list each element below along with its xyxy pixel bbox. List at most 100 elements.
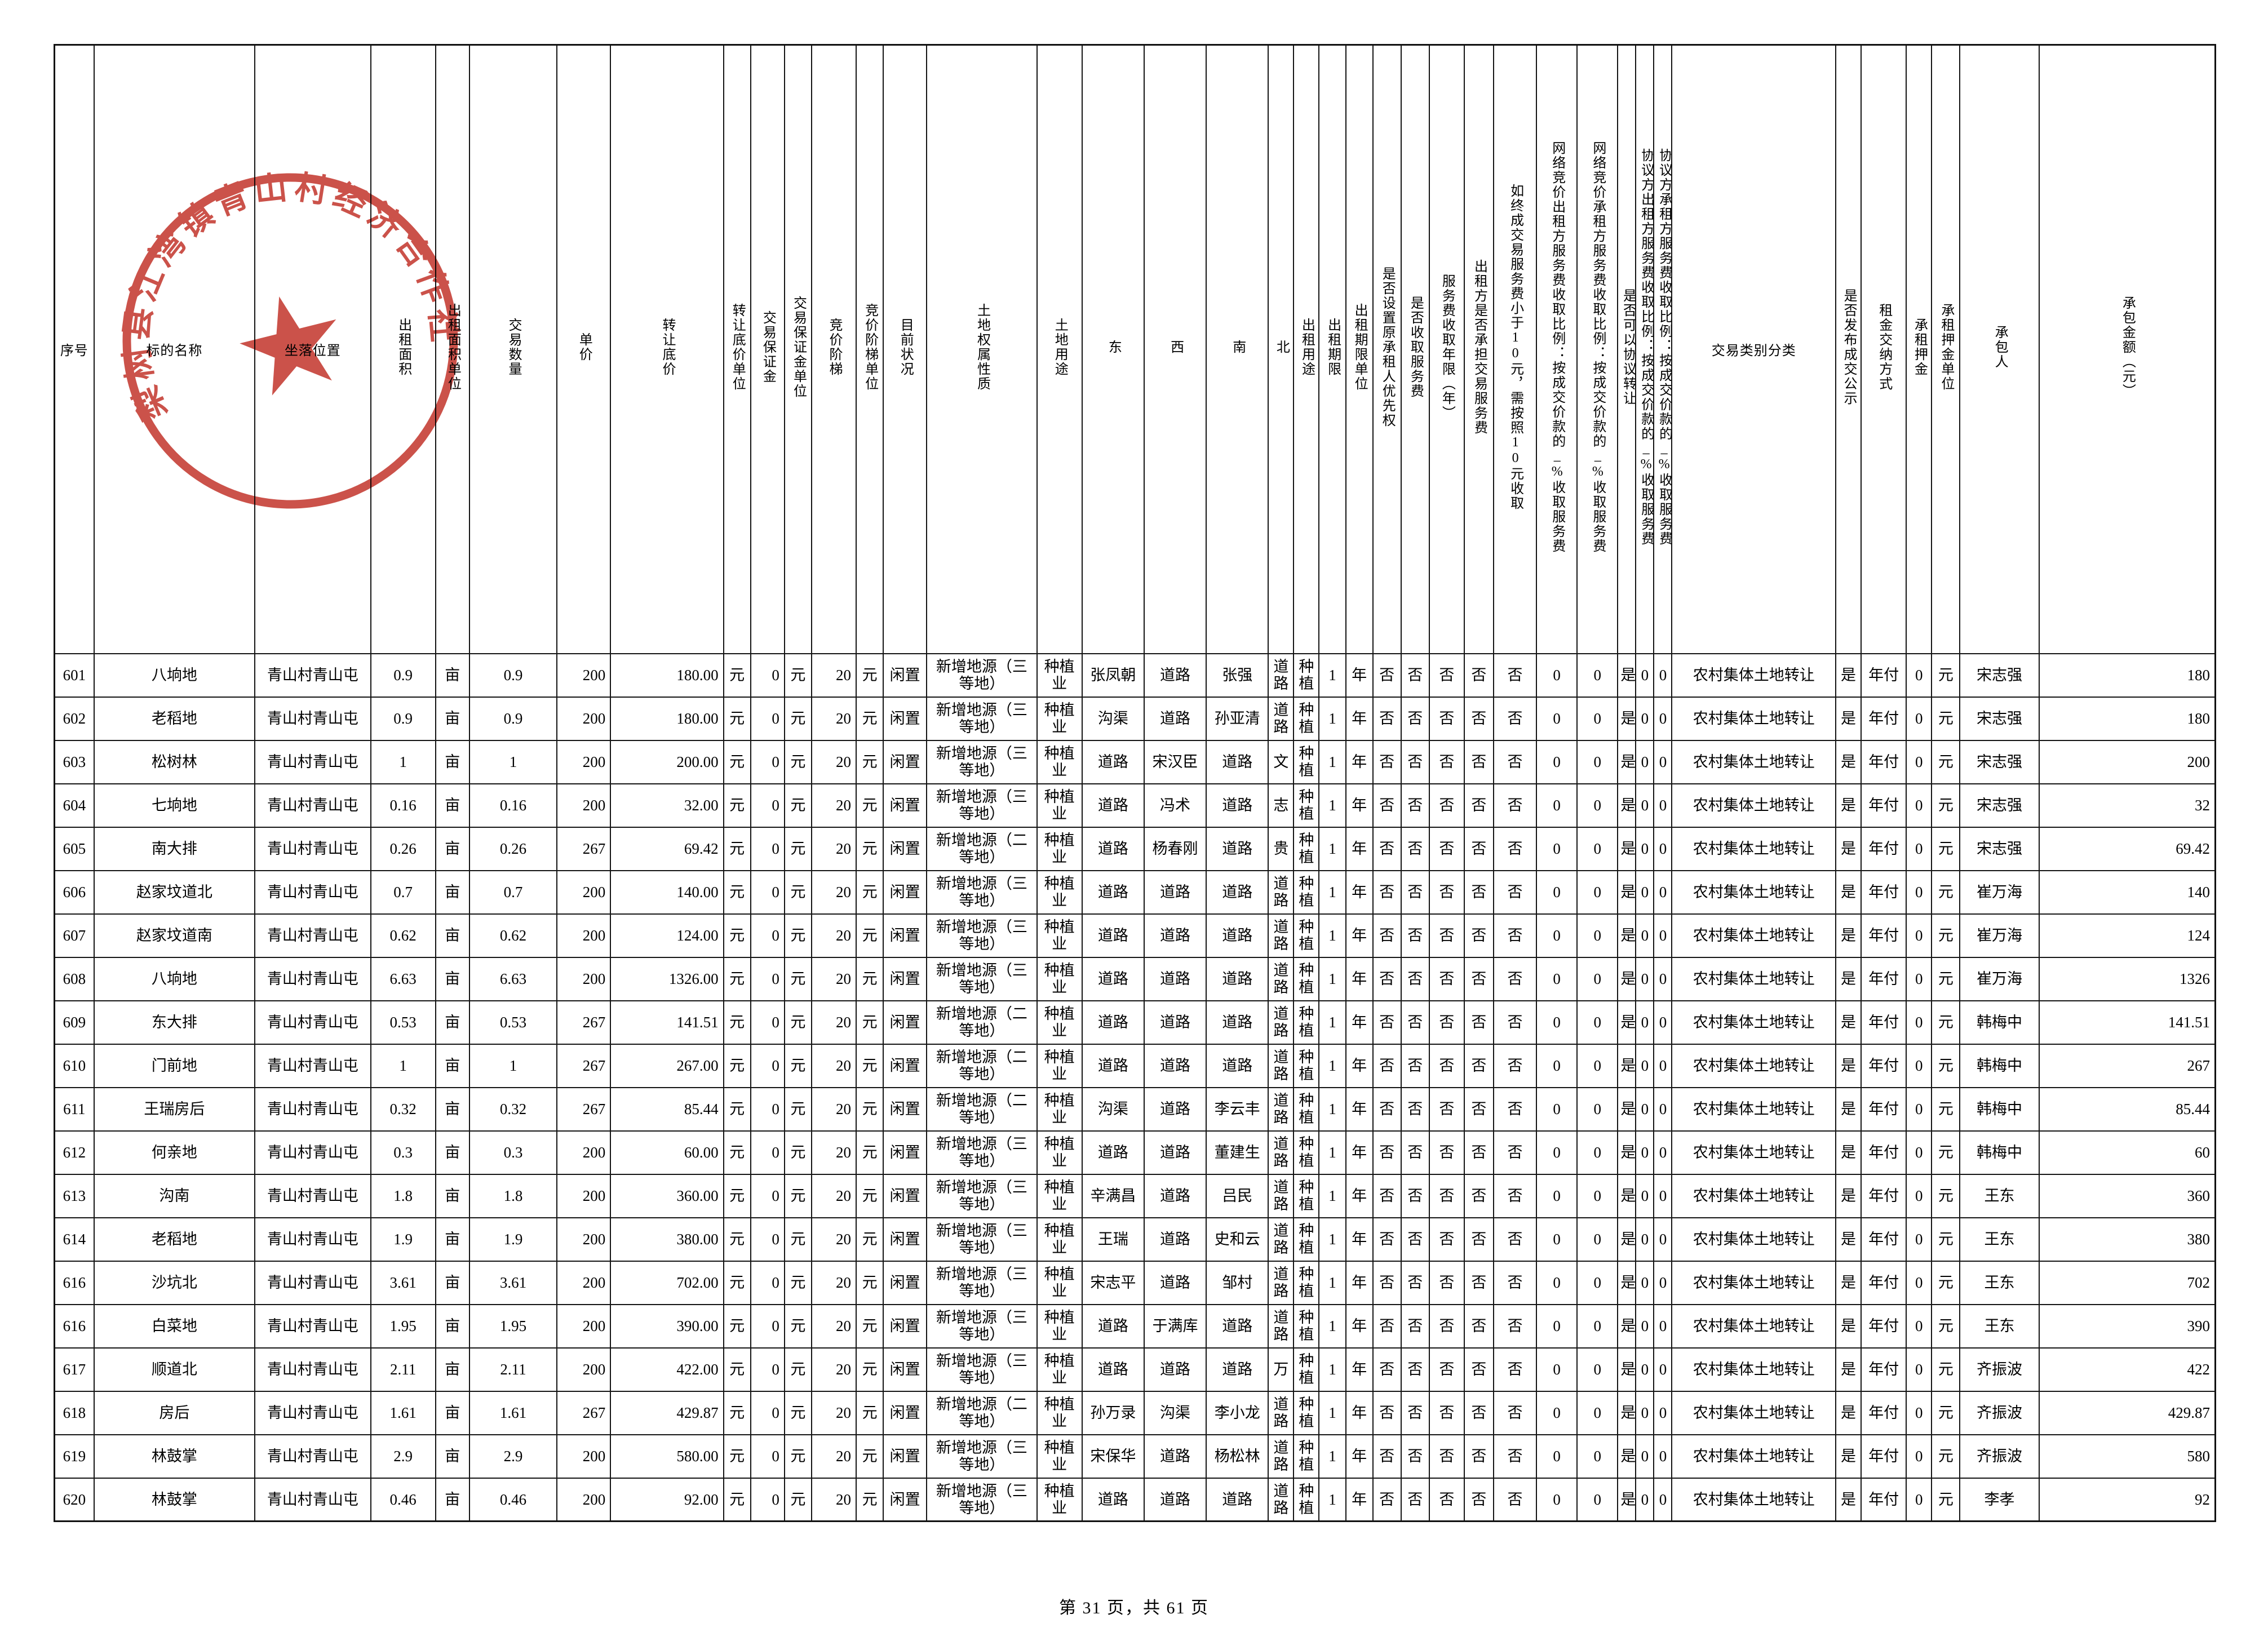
- column-header: 土地用途: [1036, 44, 1083, 654]
- cell: 702.00: [610, 1260, 724, 1305]
- cell: 顺道北: [93, 1347, 256, 1392]
- cell: 608: [54, 956, 95, 1001]
- cell: 元: [783, 913, 812, 958]
- column-header-label: 西: [1168, 340, 1183, 355]
- cell: 0: [1635, 1260, 1655, 1305]
- cell: 0: [1576, 826, 1619, 871]
- cell: 农村集体土地转让: [1671, 1390, 1836, 1435]
- cell: 宋志强: [1959, 783, 2040, 828]
- column-header-label: 网络竞价承租方服务费收取比例：按成交价款的_%收取服务费: [1590, 141, 1605, 554]
- cell: 0: [1906, 1347, 1933, 1392]
- cell: 0: [1635, 1347, 1655, 1392]
- cell: 年: [1345, 1173, 1374, 1218]
- cell: 种植: [1293, 913, 1320, 958]
- cell: 否: [1428, 696, 1465, 741]
- cell: 元: [1931, 1260, 1961, 1305]
- cell: 元: [723, 783, 751, 828]
- cell: 1: [1318, 1303, 1346, 1349]
- cell: 0: [750, 783, 785, 828]
- cell: 道路: [1143, 913, 1207, 958]
- cell: 0: [1906, 1043, 1933, 1088]
- cell: 3.61: [370, 1260, 436, 1305]
- cell: 道路: [1081, 956, 1145, 1001]
- cell: 年付: [1861, 739, 1907, 784]
- cell: 否: [1463, 696, 1494, 741]
- cell: 种植: [1293, 1130, 1320, 1175]
- cell: 是: [1835, 1086, 1862, 1132]
- cell: 闲置: [883, 913, 928, 958]
- cell: 否: [1492, 913, 1538, 958]
- cell: 元: [723, 653, 751, 698]
- column-header: 出租用途: [1293, 44, 1320, 654]
- cell: 0.26: [370, 826, 436, 871]
- cell: 种植业: [1036, 1260, 1083, 1305]
- cell: 新增地源（三等地）: [926, 1217, 1038, 1262]
- cell: 422.00: [610, 1347, 724, 1392]
- cell: 是: [1835, 1000, 1862, 1045]
- cell: 农村集体土地转让: [1671, 1303, 1836, 1349]
- column-header-label: 东: [1106, 340, 1121, 355]
- cell: 农村集体土地转让: [1671, 1477, 1836, 1522]
- cell: 0: [1906, 1173, 1933, 1218]
- cell: 道路: [1206, 1347, 1269, 1392]
- cell: 道路: [1268, 1173, 1295, 1218]
- cell: 否: [1428, 783, 1465, 828]
- cell: 0: [1653, 783, 1673, 828]
- cell: 年付: [1861, 1260, 1907, 1305]
- cell: 141.51: [2038, 1000, 2216, 1045]
- cell: 年付: [1861, 1347, 1907, 1392]
- cell: 0.62: [370, 913, 436, 958]
- cell: 0: [1536, 1477, 1578, 1522]
- cell: 道路: [1268, 1260, 1295, 1305]
- column-header-label: 承租押金单位: [1938, 303, 1954, 392]
- cell: 元: [856, 1434, 884, 1479]
- cell: 张凤朝: [1081, 653, 1145, 698]
- cell: 亩: [435, 956, 470, 1001]
- cell: 0: [750, 870, 785, 915]
- cell: 种植: [1293, 1043, 1320, 1088]
- cell: 八垧地: [93, 956, 256, 1001]
- cell: 0: [750, 653, 785, 698]
- cell: 是: [1617, 739, 1637, 784]
- cell: 农村集体土地转让: [1671, 1173, 1836, 1218]
- cell: 元: [723, 1260, 751, 1305]
- cell: 1: [1318, 1043, 1346, 1088]
- cell: 元: [1931, 913, 1961, 958]
- cell: 20: [810, 1434, 857, 1479]
- cell: 0: [1635, 1000, 1655, 1045]
- column-header: 交易类别分类: [1671, 44, 1836, 654]
- column-header: 坐落位置: [254, 44, 371, 654]
- cell: 141.51: [610, 1000, 724, 1045]
- cell: 否: [1492, 826, 1538, 871]
- cell: 道路: [1268, 696, 1295, 741]
- cell: 0: [1635, 696, 1655, 741]
- cell: 道路: [1206, 956, 1269, 1001]
- cell: 元: [856, 1390, 884, 1435]
- cell: 元: [856, 913, 884, 958]
- cell: 0: [1906, 956, 1933, 1001]
- cell: 0.9: [468, 696, 558, 741]
- cell: 1: [1318, 1390, 1346, 1435]
- cell: 年付: [1861, 1043, 1907, 1088]
- cell: 青山村青山屯: [254, 1000, 371, 1045]
- cell: 新增地源（三等地）: [926, 739, 1038, 784]
- cell: 种植: [1293, 1477, 1320, 1522]
- column-header: 转让底价单位: [723, 44, 751, 654]
- cell: 道路: [1081, 1347, 1145, 1392]
- cell: 2.9: [370, 1434, 436, 1479]
- cell: 新增地源（三等地）: [926, 1130, 1038, 1175]
- cell: 元: [723, 1130, 751, 1175]
- cell: 否: [1492, 1173, 1538, 1218]
- cell: 0: [1653, 870, 1673, 915]
- cell: 道路: [1143, 1217, 1207, 1262]
- column-header: 出租期限: [1318, 44, 1346, 654]
- cell: 杨松林: [1206, 1434, 1269, 1479]
- cell: 年付: [1861, 653, 1907, 698]
- column-header-label: 出租期限单位: [1352, 303, 1367, 392]
- cell: 种植业: [1036, 1390, 1083, 1435]
- cell: 东大排: [93, 1000, 256, 1045]
- cell: 124: [2038, 913, 2216, 958]
- cell: 否: [1492, 1000, 1538, 1045]
- cell: 0: [750, 1086, 785, 1132]
